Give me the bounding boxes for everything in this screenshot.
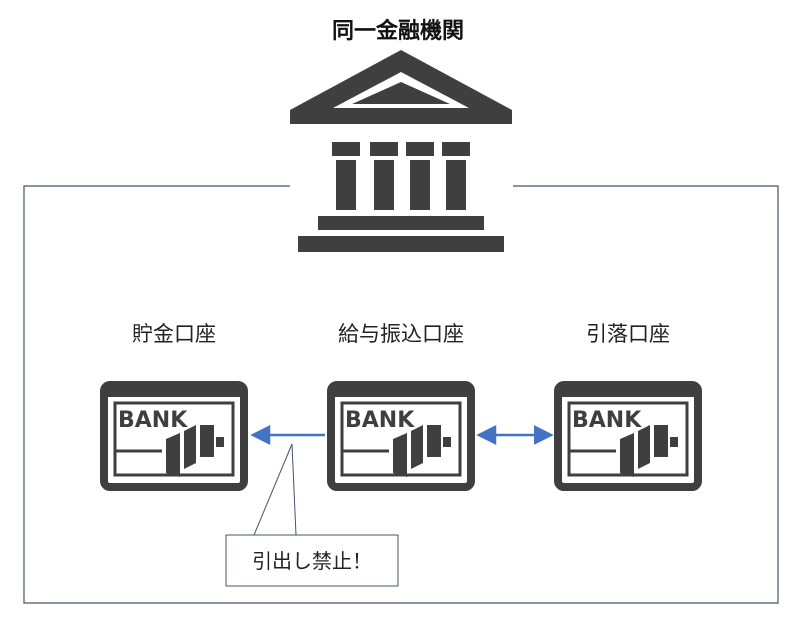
institution-frame	[23, 185, 779, 604]
bank-card-text: BANK	[118, 408, 188, 433]
account-label-savings: 貯金口座	[132, 322, 216, 346]
bank-card-icon-savings: BANK	[100, 381, 248, 491]
account-label-debit: 引落口座	[586, 322, 670, 346]
bank-card-text: BANK	[345, 408, 415, 433]
bank-card-icon-debit: BANK	[554, 381, 702, 491]
callout-text: 引出し禁止！	[252, 549, 372, 573]
bank-card-icon-salary: BANK	[327, 381, 475, 491]
callout-box	[225, 534, 399, 587]
callout-pointer-left	[253, 443, 293, 536]
bank-building-icon	[290, 50, 512, 252]
callout-pointer-right	[291, 443, 297, 536]
account-label-salary: 給与振込口座	[338, 322, 464, 346]
diagram-title: 同一金融機関	[332, 18, 464, 44]
bank-card-text: BANK	[572, 408, 642, 433]
